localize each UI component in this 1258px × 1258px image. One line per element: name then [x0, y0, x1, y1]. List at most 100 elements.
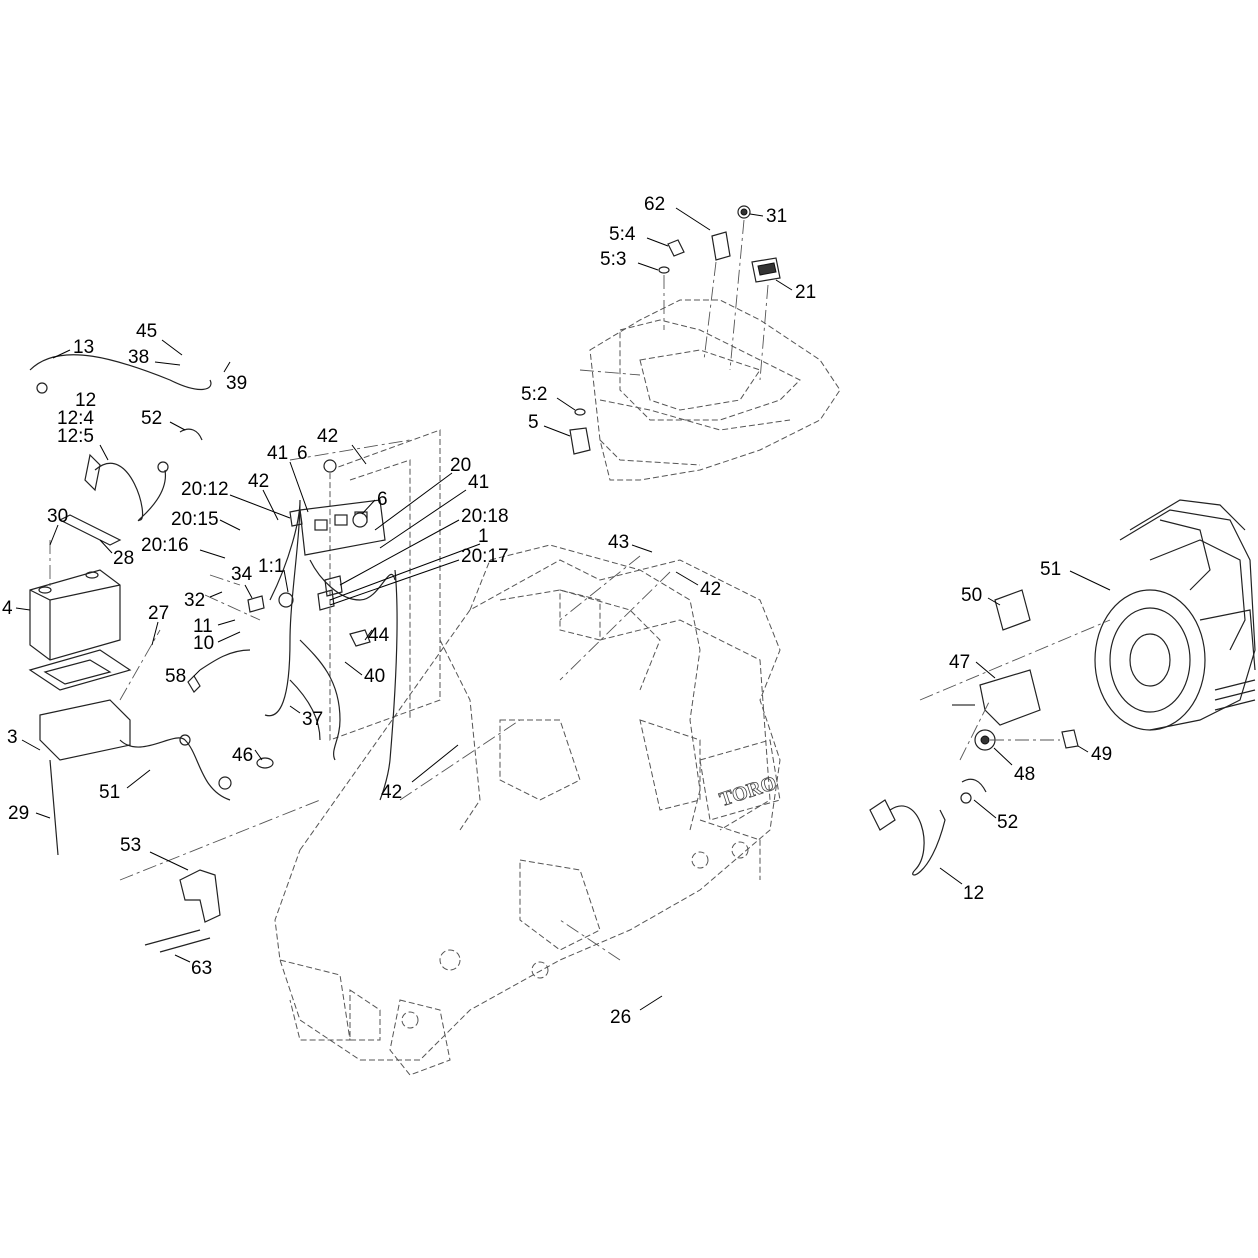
callout-58: 58 [165, 666, 201, 687]
callout-38: 38 [128, 347, 181, 368]
callout-42b: 42 [248, 471, 279, 521]
callout-20: 20 [374, 455, 471, 531]
svg-text:42: 42 [317, 426, 338, 447]
battery-area [28, 354, 232, 856]
svg-text:49: 49 [1091, 744, 1112, 765]
callout-32: 32 [184, 590, 223, 611]
callout-20-17: 20:17 [329, 546, 509, 606]
callout-5: 5 [528, 412, 571, 437]
svg-text:20:18: 20:18 [461, 506, 509, 527]
svg-text:12:5: 12:5 [57, 426, 94, 447]
callout-41a: 41 [267, 443, 309, 513]
callout-44: 44 [364, 625, 390, 646]
svg-text:28: 28 [113, 548, 134, 569]
callout-49: 49 [1077, 744, 1112, 765]
callout-6b: 6 [361, 489, 388, 515]
callout-20-12: 20:12 [181, 479, 291, 519]
svg-text:41: 41 [267, 443, 288, 464]
part-6a [323, 459, 337, 473]
console-parts [569, 205, 781, 455]
callout-12a: 12 [75, 390, 96, 411]
callout-48: 48 [993, 747, 1035, 785]
part-29 [49, 759, 59, 856]
callout-40: 40 [344, 661, 385, 687]
callout-63: 63 [174, 954, 212, 979]
part-12b [869, 799, 896, 831]
svg-text:37: 37 [302, 709, 323, 730]
part-50 [994, 589, 1031, 631]
svg-text:42: 42 [700, 579, 721, 600]
svg-text:34: 34 [231, 564, 253, 585]
callout-20-16: 20:16 [141, 535, 226, 559]
part-5-4 [667, 239, 685, 257]
callout-46: 46 [232, 745, 263, 766]
callout-47: 47 [949, 652, 996, 679]
svg-text:20:17: 20:17 [461, 546, 509, 567]
part-5 [569, 427, 591, 455]
svg-text:26: 26 [610, 1007, 631, 1028]
callout-20-15: 20:15 [171, 509, 241, 531]
svg-text:58: 58 [165, 666, 186, 687]
battery [29, 569, 121, 661]
part-20-18 [324, 575, 343, 597]
callout-34: 34 [231, 564, 253, 599]
callout-12-4: 12:4 [57, 408, 94, 429]
callout-51a: 51 [1040, 559, 1111, 591]
part-58 [187, 675, 201, 693]
svg-text:5:3: 5:3 [600, 249, 626, 270]
svg-text:51: 51 [99, 782, 120, 803]
cable-51a [119, 737, 231, 801]
svg-text:6: 6 [297, 443, 308, 464]
part-62 [711, 231, 731, 261]
part-44 [349, 629, 371, 647]
callout-6a: 6 [297, 443, 308, 464]
callout-5-3: 5:3 [600, 249, 659, 271]
part-52b [961, 778, 987, 793]
svg-text:50: 50 [961, 585, 982, 606]
control-console [589, 299, 841, 481]
callout-20-18: 20:18 [339, 506, 509, 586]
wiring-harness [187, 429, 521, 801]
callout-42d: 42 [381, 744, 459, 803]
svg-text:52: 52 [141, 408, 162, 429]
callout-42a: 42 [317, 426, 367, 465]
svg-text:47: 47 [949, 652, 970, 673]
part-34 [247, 595, 265, 613]
svg-text:11: 11 [193, 616, 213, 637]
svg-text:4: 4 [2, 598, 13, 619]
svg-text:46: 46 [232, 745, 253, 766]
svg-text:5: 5 [528, 412, 539, 433]
engine-parts [869, 589, 1111, 876]
callout-12b: 12 [939, 867, 984, 904]
battery-bracket [39, 699, 131, 761]
part-5-2 [574, 408, 586, 416]
svg-text:12: 12 [963, 883, 984, 904]
svg-text:6: 6 [377, 489, 388, 510]
callout-28: 28 [99, 539, 134, 569]
callout-1-1: 1:1 [258, 556, 289, 593]
callout-39: 39 [223, 361, 247, 394]
svg-text:27: 27 [148, 603, 169, 624]
callout-3: 3 [7, 727, 41, 751]
svg-text:1:1: 1:1 [258, 556, 284, 577]
svg-text:52: 52 [997, 812, 1018, 833]
svg-text:41: 41 [468, 472, 489, 493]
svg-text:38: 38 [128, 347, 149, 368]
callout-13: 13 [52, 337, 94, 359]
svg-text:10: 10 [193, 633, 214, 654]
part-28 [58, 514, 122, 546]
callout-11: 11 [193, 616, 236, 637]
harness-main [264, 499, 301, 717]
svg-text:32: 32 [184, 590, 205, 611]
svg-text:48: 48 [1014, 764, 1035, 785]
callout-1: 1 [329, 526, 489, 601]
callout-4: 4 [2, 598, 31, 619]
lower-bracket [119, 799, 321, 953]
callout-21: 21 [775, 279, 816, 303]
svg-text:29: 29 [8, 803, 29, 824]
svg-text:53: 53 [120, 835, 141, 856]
svg-text:1: 1 [478, 526, 489, 547]
svg-text:42: 42 [248, 471, 269, 492]
svg-text:20:12: 20:12 [181, 479, 229, 500]
callout-29: 29 [8, 803, 51, 824]
